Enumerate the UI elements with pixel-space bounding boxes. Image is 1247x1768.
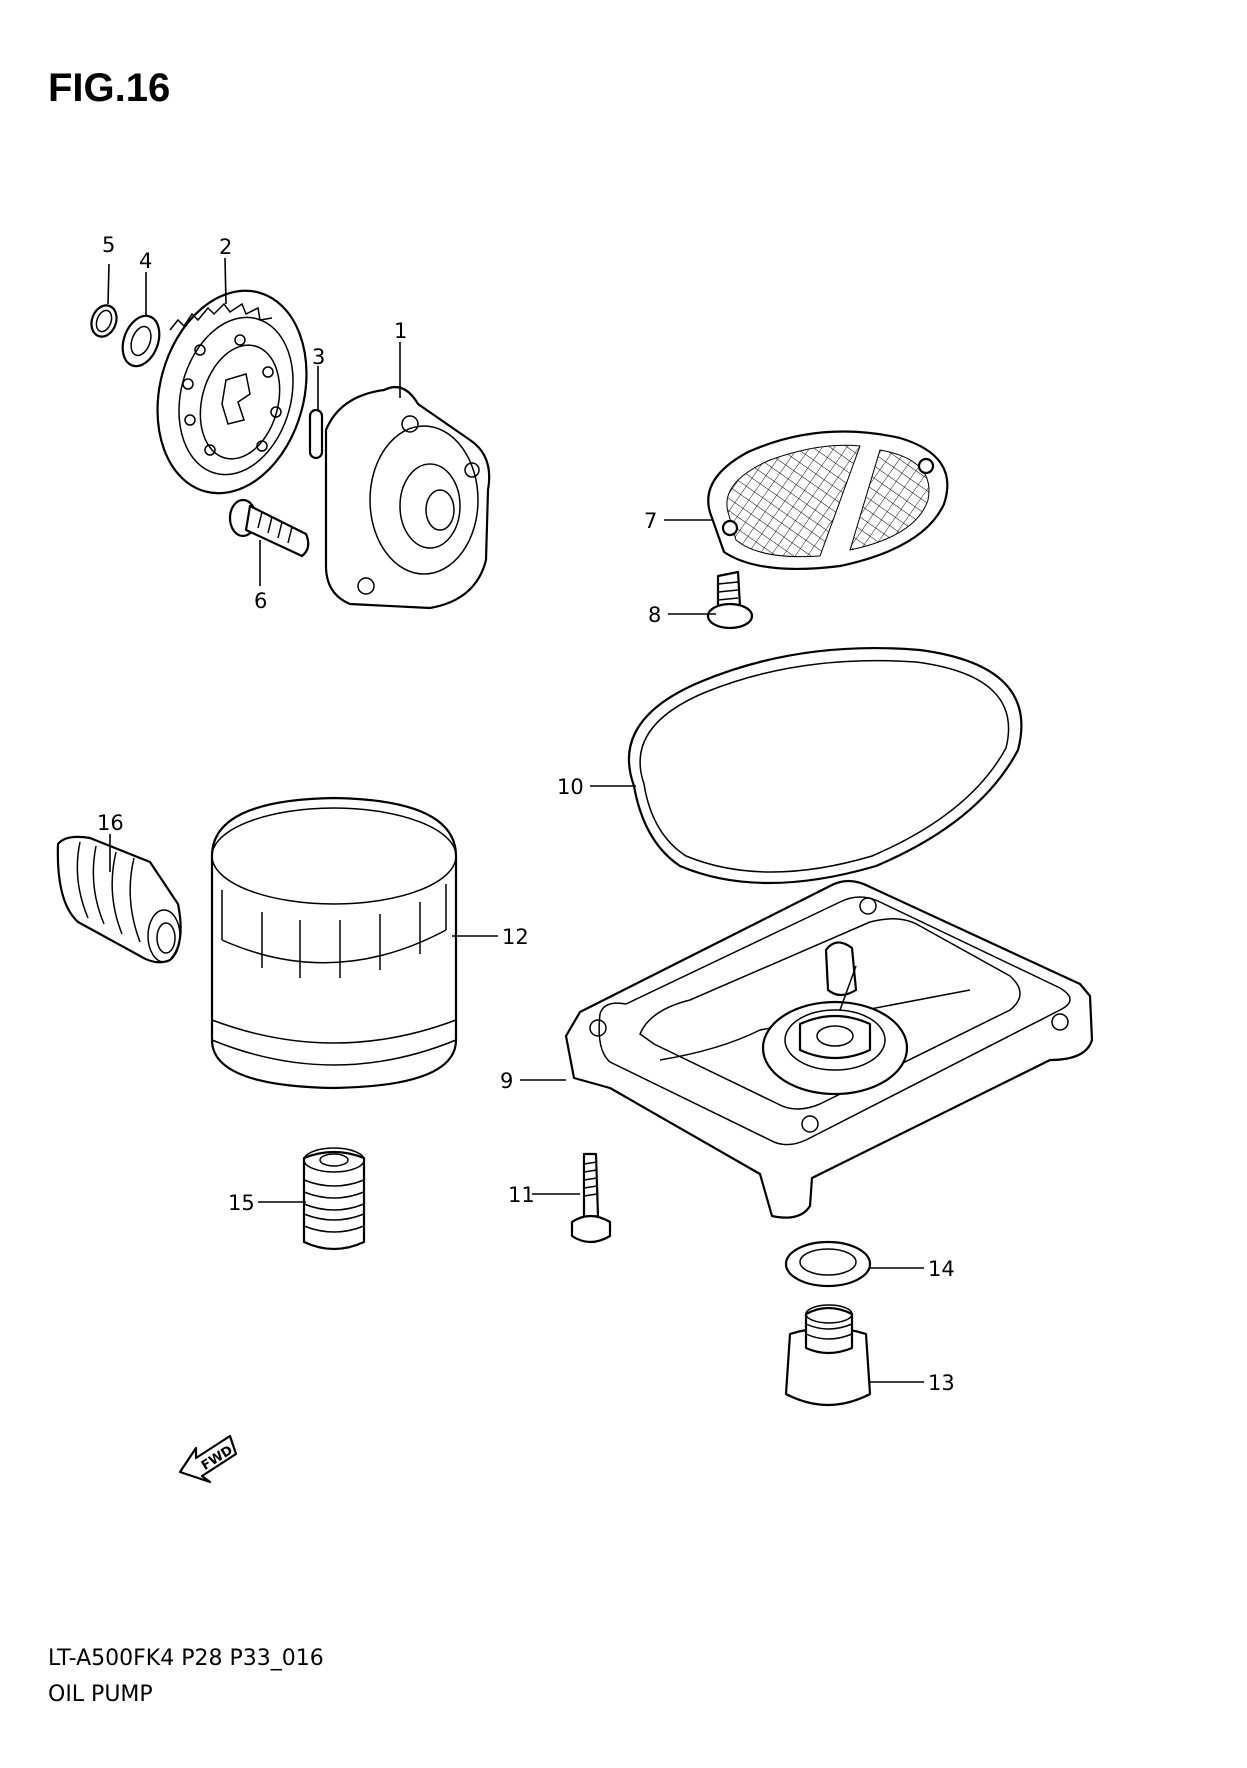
callout-9: 9 — [500, 1069, 513, 1093]
part-3-pin — [308, 408, 324, 460]
callout-2: 2 — [219, 235, 232, 259]
leader-lines — [107, 257, 924, 1383]
part-5-circlip — [90, 304, 118, 338]
callout-12: 12 — [502, 925, 529, 949]
figure-code: LT-A500FK4 P28 P33_016 — [48, 1646, 324, 1671]
callout-4: 4 — [139, 249, 152, 273]
part-7-oil-strainer — [707, 430, 949, 570]
callout-5: 5 — [102, 233, 115, 257]
callout-14: 14 — [928, 1257, 955, 1281]
callout-7: 7 — [644, 509, 657, 533]
callout-3: 3 — [312, 345, 325, 369]
part-9-oil-pan — [564, 879, 1094, 1219]
part-14-washer — [784, 1240, 872, 1288]
figure-name: OIL PUMP — [48, 1682, 153, 1707]
part-10-gasket — [627, 646, 1023, 885]
part-8-bolt — [706, 570, 754, 630]
part-4-washer — [121, 314, 161, 368]
part-11-bolt — [570, 1152, 612, 1244]
forward-direction-arrow-icon: FWD — [178, 1434, 238, 1484]
figure-title: FIG.16 — [48, 66, 171, 110]
callout-15: 15 — [228, 1191, 255, 1215]
callout-11: 11 — [508, 1183, 535, 1207]
part-16-pressure-switch — [56, 835, 182, 964]
part-13-drain-plug — [784, 1304, 872, 1407]
callout-6: 6 — [254, 589, 267, 613]
part-1-pump-body — [324, 386, 491, 610]
callout-8: 8 — [648, 603, 661, 627]
callout-13: 13 — [928, 1371, 955, 1395]
part-12-oil-filter — [210, 796, 458, 1090]
callout-16: 16 — [97, 811, 124, 835]
part-2-gear — [156, 289, 308, 495]
callout-10: 10 — [557, 775, 584, 799]
part-15-union — [302, 1147, 366, 1251]
callout-numbers: 1 2 3 4 5 6 7 8 9 10 11 12 13 14 15 16 — [97, 233, 955, 1395]
part-6-bolt — [228, 498, 310, 558]
callout-1: 1 — [394, 319, 407, 343]
